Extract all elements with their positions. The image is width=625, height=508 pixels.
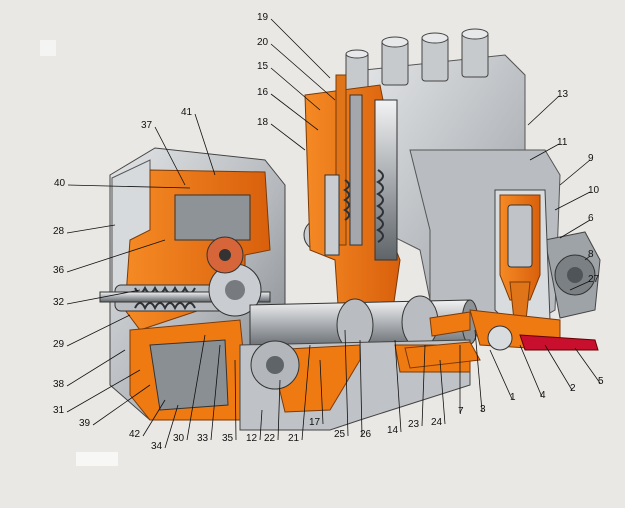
part-label-16: 16 (257, 87, 269, 98)
leader-line-25 (344, 329, 349, 437)
part-label-6: 6 (588, 213, 594, 224)
part-label-26: 26 (360, 429, 372, 440)
part-label-38: 38 (53, 379, 65, 390)
leader-line-3 (474, 329, 483, 412)
pump-element-cutaway (300, 74, 401, 336)
part-label-39: 39 (79, 418, 91, 429)
part-label-7: 7 (458, 406, 464, 417)
leader-line-34 (164, 404, 179, 449)
part-label-40: 40 (54, 178, 66, 189)
part-label-12: 12 (246, 433, 258, 444)
leader-line-18 (270, 123, 306, 151)
leader-line-6 (559, 219, 591, 239)
part-label-9: 9 (588, 153, 594, 164)
leader-line-13 (527, 95, 560, 126)
delivery-valve-fittings (345, 28, 489, 93)
leader-line-19 (270, 18, 331, 79)
leader-line-4 (519, 344, 543, 398)
part-label-21: 21 (288, 433, 300, 444)
leader-line-40 (67, 184, 191, 189)
part-label-36: 36 (53, 265, 65, 276)
leader-line-30 (186, 334, 206, 441)
part-label-19: 19 (257, 12, 269, 23)
part-label-33: 33 (197, 433, 209, 444)
leader-line-9 (559, 159, 591, 186)
part-label-14: 14 (387, 425, 399, 436)
leader-line-14 (394, 339, 402, 433)
leader-line-17 (319, 359, 324, 425)
leader-line-33 (210, 344, 221, 441)
leader-line-31 (66, 369, 141, 413)
part-label-35: 35 (222, 433, 234, 444)
scan-patch-bottom-left (76, 452, 118, 466)
leader-line-27 (569, 280, 591, 291)
mounting-bracket (404, 311, 481, 369)
part-label-25: 25 (334, 429, 346, 440)
part-label-22: 22 (264, 433, 276, 444)
leader-line-1 (489, 349, 513, 400)
part-label-30: 30 (173, 433, 185, 444)
part-label-20: 20 (257, 37, 269, 48)
part-label-15: 15 (257, 61, 269, 72)
leader-line-41 (194, 113, 216, 176)
part-label-2: 2 (570, 383, 576, 394)
leader-line-36 (66, 239, 166, 273)
part-label-34: 34 (151, 441, 163, 452)
scan-patch-top-left (40, 40, 56, 56)
part-label-8: 8 (588, 249, 594, 260)
part-label-29: 29 (53, 339, 65, 350)
leader-line-5 (574, 347, 601, 384)
leader-line-35 (234, 359, 237, 441)
part-label-41: 41 (181, 107, 193, 118)
leader-line-11 (529, 143, 560, 161)
part-label-18: 18 (257, 117, 269, 128)
part-label-42: 42 (129, 429, 141, 440)
part-label-28: 28 (53, 226, 65, 237)
part-label-24: 24 (431, 417, 443, 428)
leader-line-15 (270, 67, 321, 111)
leader-lines (66, 18, 601, 449)
leader-line-21 (301, 344, 311, 441)
governor-spring-assembly (99, 284, 271, 312)
leader-line-38 (66, 349, 126, 387)
part-label-23: 23 (408, 419, 420, 430)
leader-line-12 (259, 409, 263, 441)
part-label-27: 27 (588, 274, 600, 285)
part-label-10: 10 (588, 185, 600, 196)
camshaft (249, 295, 479, 352)
part-label-5: 5 (598, 376, 604, 387)
leader-line-16 (270, 93, 319, 131)
leader-line-37 (154, 126, 186, 186)
leader-line-2 (544, 344, 573, 391)
supply-pump-cutaway (469, 189, 599, 351)
part-label-13: 13 (557, 89, 569, 100)
part-label-17: 17 (309, 417, 321, 428)
leader-line-24 (439, 359, 446, 425)
part-label-3: 3 (480, 404, 486, 415)
leader-line-23 (421, 344, 426, 427)
leader-line-39 (92, 384, 151, 426)
leader-line-10 (554, 191, 591, 211)
leader-line-20 (270, 43, 336, 101)
leader-line-28 (66, 224, 116, 234)
part-label-32: 32 (53, 297, 65, 308)
leader-line-8 (584, 255, 591, 261)
leader-line-32 (66, 289, 141, 305)
part-label-4: 4 (540, 390, 546, 401)
part-label-11: 11 (557, 137, 568, 148)
leader-line-26 (359, 339, 363, 437)
leader-line-22 (277, 379, 281, 441)
leader-line-42 (142, 399, 166, 437)
part-label-1: 1 (510, 392, 516, 403)
leader-line-29 (66, 314, 131, 347)
part-label-37: 37 (141, 120, 153, 131)
part-label-31: 31 (53, 405, 65, 416)
